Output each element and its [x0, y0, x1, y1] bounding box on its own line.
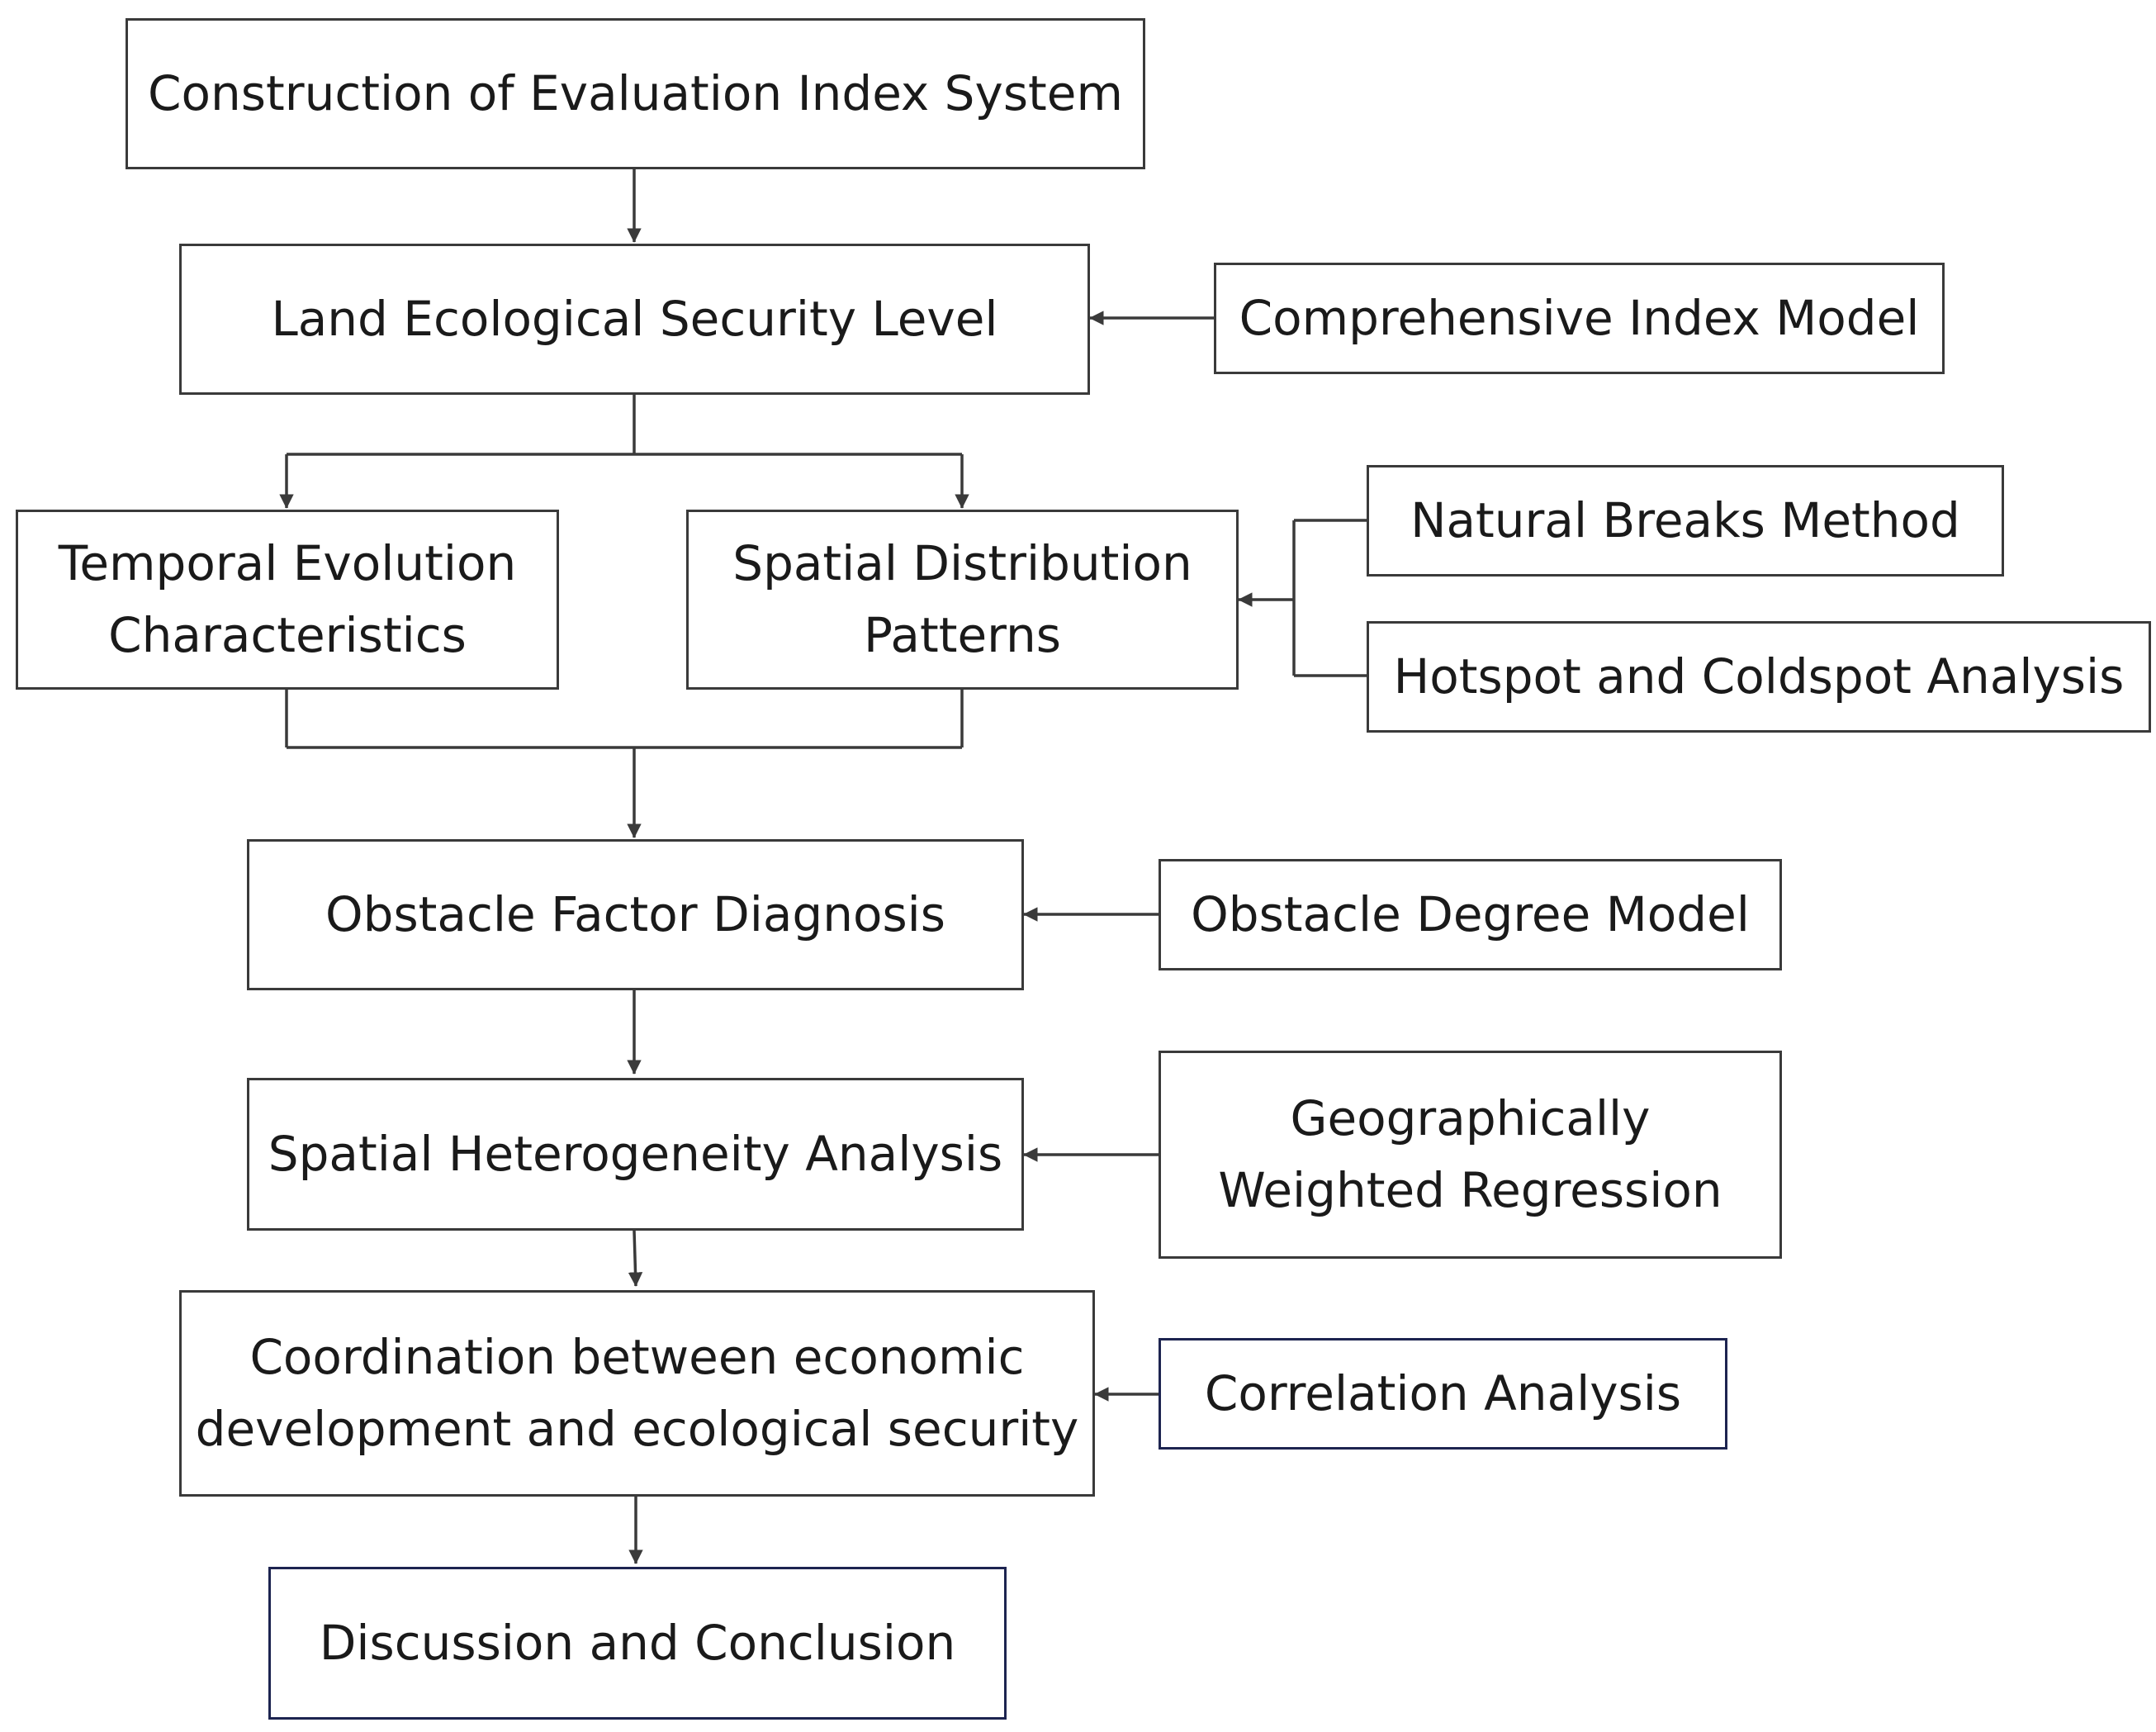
construction-box: Construction of Evaluation Index System	[126, 18, 1145, 169]
comprehensive-model-box: Comprehensive Index Model	[1214, 263, 1945, 374]
obstacle-diagnosis-box: Obstacle Factor Diagnosis	[247, 839, 1024, 990]
comprehensive-model-label: Comprehensive Index Model	[1239, 290, 1920, 346]
temporal-box: Temporal Evolution Characteristics	[16, 510, 559, 690]
coordination-box: Coordination between economic developmen…	[179, 1290, 1095, 1497]
gwr-label: Geographically Weighted Regression	[1218, 1090, 1722, 1218]
heterogeneity-box: Spatial Heterogeneity Analysis	[247, 1078, 1024, 1231]
land-security-box: Land Ecological Security Level	[179, 244, 1090, 395]
spatial-distribution-box: Spatial Distribution Patterns	[686, 510, 1239, 690]
obstacle-model-box: Obstacle Degree Model	[1159, 859, 1782, 970]
obstacle-model-label: Obstacle Degree Model	[1191, 886, 1750, 942]
construction-label: Construction of Evaluation Index System	[148, 65, 1123, 121]
temporal-label: Temporal Evolution Characteristics	[58, 535, 517, 663]
gwr-box: Geographically Weighted Regression	[1159, 1051, 1782, 1259]
heterogeneity-label: Spatial Heterogeneity Analysis	[268, 1126, 1003, 1182]
hotspot-box: Hotspot and Coldspot Analysis	[1367, 621, 2151, 733]
correlation-label: Correlation Analysis	[1204, 1365, 1682, 1421]
natural-breaks-box: Natural Breaks Method	[1367, 465, 2004, 577]
natural-breaks-label: Natural Breaks Method	[1410, 492, 1960, 548]
obstacle-diagnosis-label: Obstacle Factor Diagnosis	[325, 886, 945, 942]
coordination-label: Coordination between economic developmen…	[195, 1329, 1079, 1457]
arrow-heterogeneity-to-coordination	[628, 1230, 643, 1287]
hotspot-label: Hotspot and Coldspot Analysis	[1393, 648, 2125, 705]
correlation-box: Correlation Analysis	[1159, 1338, 1727, 1450]
discussion-label: Discussion and Conclusion	[319, 1615, 956, 1671]
discussion-box: Discussion and Conclusion	[268, 1567, 1007, 1720]
spatial-distribution-label: Spatial Distribution Patterns	[732, 535, 1192, 663]
land-security-label: Land Ecological Security Level	[271, 291, 998, 347]
